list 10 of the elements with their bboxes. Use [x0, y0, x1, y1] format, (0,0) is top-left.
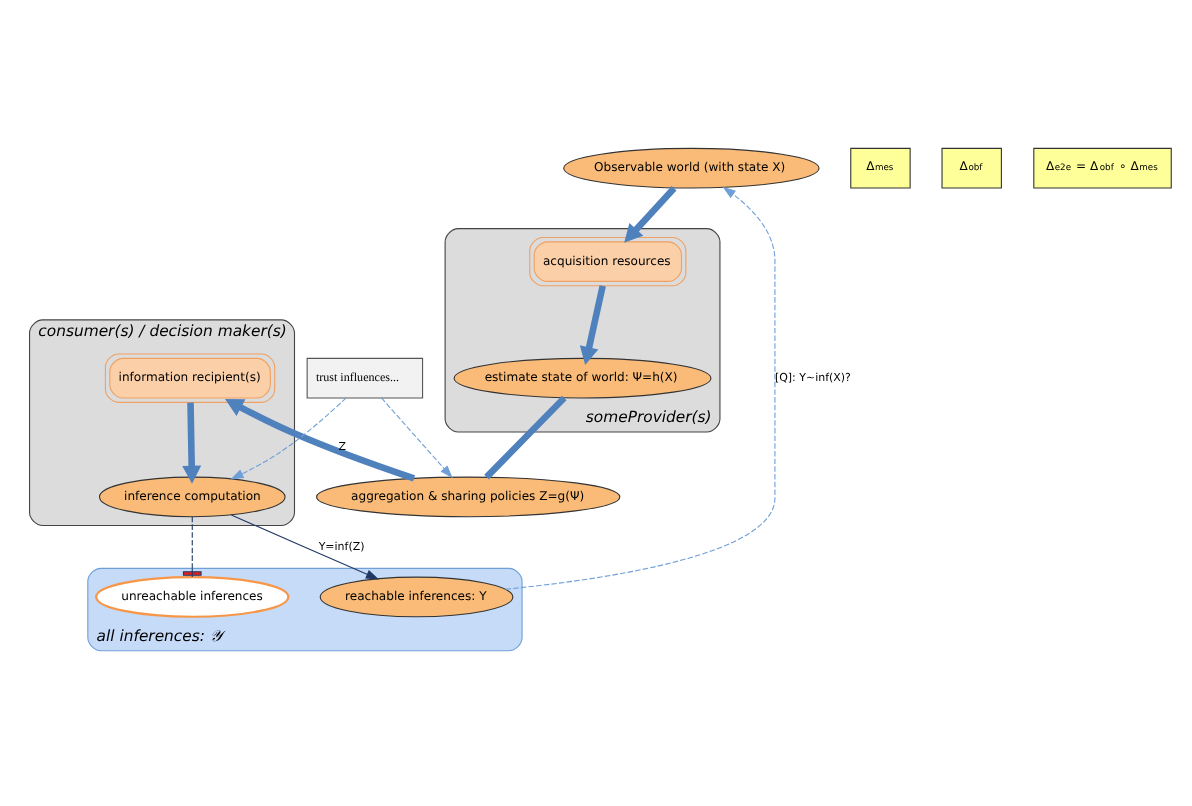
- arrow: [579, 284, 606, 365]
- arrow: [225, 398, 416, 481]
- connector: [484, 394, 567, 479]
- connector: [182, 515, 202, 577]
- arrow: [182, 401, 202, 483]
- arrow: [380, 396, 453, 478]
- arrow: [230, 513, 380, 579]
- arrow: [230, 396, 347, 479]
- arrow: [505, 185, 776, 589]
- arrow: [624, 184, 677, 242]
